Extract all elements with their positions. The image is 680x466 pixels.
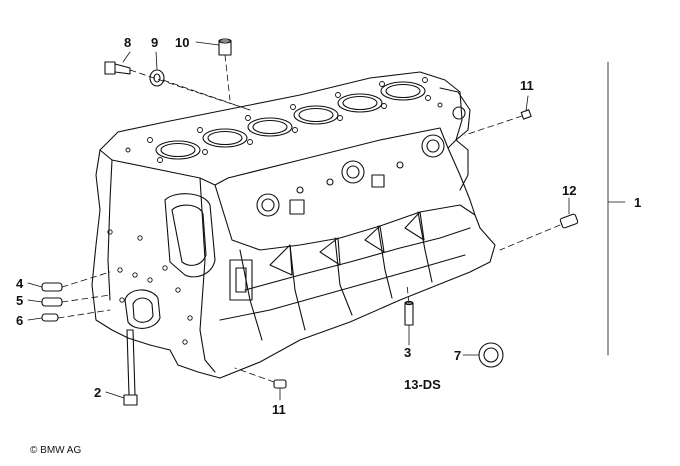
- callout-11-top: 11: [520, 78, 534, 93]
- part-9-ring: [149, 69, 165, 87]
- callout-5: 5: [16, 293, 24, 308]
- callout-4: 4: [16, 276, 24, 291]
- callout-6: 6: [16, 313, 24, 328]
- part-5-plug: [41, 297, 63, 307]
- callout-8: 8: [124, 35, 132, 50]
- part-6-plug: [41, 313, 59, 322]
- part-12-sleeve: [559, 213, 579, 229]
- callout-1: 1: [634, 195, 642, 210]
- leader-lines: [27, 41, 626, 401]
- part-7-seal: [478, 342, 504, 368]
- callout-7: 7: [454, 348, 462, 363]
- callout-10: 10: [175, 35, 190, 50]
- callout-3: 3: [404, 345, 412, 360]
- side-bosses: [164, 134, 445, 301]
- callout-9: 9: [151, 35, 159, 50]
- callout-2: 2: [94, 385, 102, 400]
- part-10-sleeve: [218, 38, 232, 56]
- part-3-sleeve: [404, 300, 414, 326]
- main-bearing-seat: [124, 289, 161, 329]
- part-8-bolt: [104, 61, 131, 75]
- callout-12: 12: [562, 183, 577, 198]
- part-11-pin-bottom: [273, 379, 287, 389]
- deck-holes: [125, 77, 443, 163]
- callout-11-bottom: 11: [272, 402, 286, 417]
- engine-block: [91, 71, 496, 379]
- part-2-bolt: [123, 329, 138, 406]
- copyright: © BMW AG: [30, 445, 82, 456]
- part-4-plug: [41, 282, 63, 292]
- cylinder-bores: [155, 81, 426, 160]
- diagram-code: 13-DS: [404, 377, 441, 392]
- front-face-holes: [107, 229, 193, 345]
- part-11-pin-top: [520, 109, 532, 120]
